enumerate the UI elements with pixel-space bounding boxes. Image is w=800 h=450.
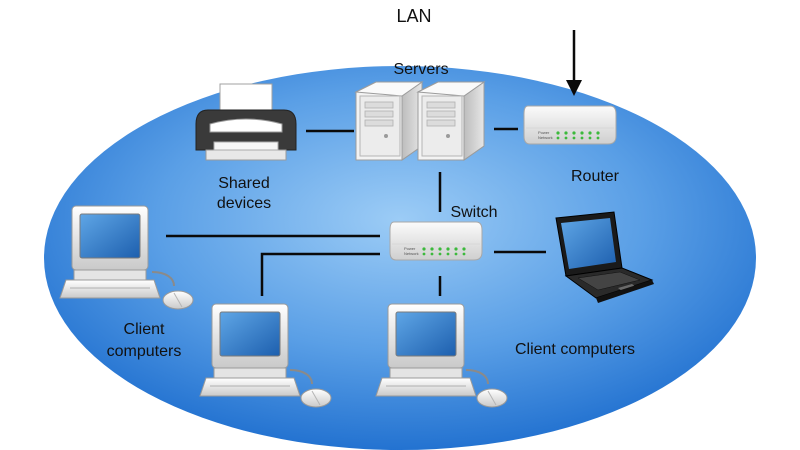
- printer-icon: [195, 83, 297, 161]
- desktop-computer-icon: [59, 205, 161, 299]
- shared-devices-label-line2: devices: [217, 195, 271, 212]
- switch-icon: Power Network: [389, 221, 483, 261]
- desktop-computer-icon: [375, 303, 477, 397]
- connectors: [166, 127, 546, 296]
- switch-label: Switch: [450, 204, 497, 221]
- link-switch-bottom-left-client: [260, 252, 380, 296]
- diagram-title: LAN: [396, 6, 431, 26]
- shared-devices-label-line1: Shared: [218, 175, 270, 192]
- router-panel-network: Network: [538, 135, 553, 140]
- internet-arrow: [566, 30, 582, 96]
- server-icon: [355, 81, 423, 161]
- laptop-icon: [555, 211, 654, 303]
- router-label: Router: [571, 168, 620, 185]
- switch-panel-network: Network: [404, 251, 419, 256]
- servers-label: Servers: [393, 61, 448, 78]
- client-computers-left-label-line2: computers: [107, 343, 182, 360]
- client-computers-left-label-line1: Client: [124, 321, 165, 338]
- server-icon: [417, 81, 485, 161]
- router-icon: Power Network: [523, 105, 617, 145]
- client-computers-right-label: Client computers: [515, 341, 635, 358]
- router-panel-power: Power: [538, 130, 550, 135]
- switch-panel-power: Power: [404, 246, 416, 251]
- desktop-computer-icon: [199, 303, 301, 397]
